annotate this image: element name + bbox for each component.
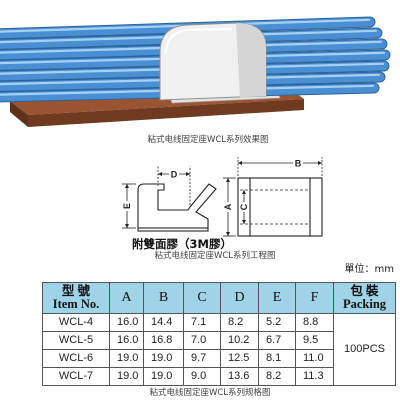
value-cell-a: 16.0	[109, 313, 144, 332]
header-col-a: A	[109, 282, 144, 314]
header-packing-cn: 包 裝	[350, 284, 379, 298]
value-cell-a: 16.0	[109, 331, 144, 350]
value-cell-d: 12.5	[220, 349, 259, 368]
table-header-row: 型 號 Item No. A B C D E F 包 裝 Packing	[42, 282, 396, 314]
side-view-outline	[137, 183, 217, 229]
dimension-a-label-bg	[223, 202, 233, 212]
header-col-f: F	[295, 282, 334, 314]
side-view	[137, 183, 217, 232]
header-col-c: C	[183, 282, 221, 314]
item-cell: WCL-6	[42, 349, 110, 368]
item-cell: WCL-5	[42, 331, 110, 350]
value-cell-e: 6.7	[258, 331, 296, 350]
table-row: WCL-6 19.0 19.0 9.7 12.5 8.1 11.0	[42, 349, 396, 368]
value-cell-c: 7.0	[183, 331, 221, 350]
spec-table-caption: 粘式电线固定座WCL系列规格图	[149, 388, 271, 398]
dimension-d-label-bg	[169, 169, 179, 179]
value-cell-c: 7.1	[183, 313, 221, 332]
value-cell-e: 8.1	[258, 349, 296, 368]
dimension-c: C	[239, 190, 249, 224]
dimension-label-e: E	[122, 203, 132, 209]
table-row: WCL-5 16.0 16.8 7.0 10.2 6.7 9.5	[42, 331, 396, 350]
header-packing: 包 裝 Packing	[333, 282, 396, 314]
header-col-e: E	[258, 282, 296, 314]
header-item-no: 型 號 Item No.	[42, 282, 110, 314]
value-cell-d: 8.2	[220, 313, 259, 332]
dimension-e-label-bg	[122, 201, 132, 211]
drawing-caption: 粘式电线固定座WCL系列工程图	[154, 251, 276, 261]
adhesive-note: 附雙面膠（3M膠）	[132, 237, 232, 251]
value-cell-c: 9.0	[183, 367, 221, 386]
dimension-e: E	[122, 183, 136, 229]
unit-label: 單位：mm	[344, 264, 394, 275]
value-cell-f: 9.5	[295, 331, 334, 350]
value-cell-f: 11.0	[295, 349, 334, 368]
dimension-b-label-bg	[293, 158, 303, 168]
header-packing-en: Packing	[342, 297, 387, 311]
dimension-a: A	[223, 177, 236, 237]
header-item-cn: 型 號	[61, 284, 91, 298]
value-cell-c: 9.7	[183, 349, 221, 368]
value-cell-b: 19.0	[143, 349, 184, 368]
value-cell-a: 19.0	[109, 349, 144, 368]
table-row: WCL-4 16.0 14.4 7.1 8.2 5.2 8.8 100PCS	[42, 313, 396, 386]
dimension-label-c: C	[239, 203, 249, 210]
clip-side-shade	[236, 23, 266, 98]
header-col-d: D	[220, 282, 259, 314]
cable-clip-illustration	[0, 16, 391, 127]
illustration-caption: 粘式电线固定座WCL系列效果图	[147, 135, 269, 145]
value-cell-b: 16.8	[143, 331, 184, 350]
dimension-label-a: A	[223, 203, 233, 210]
value-cell-e: 5.2	[258, 313, 296, 332]
front-view-outline	[237, 177, 323, 237]
dimension-label-b: B	[295, 159, 302, 169]
item-cell: WCL-7	[42, 367, 110, 386]
value-cell-d: 13.6	[220, 367, 259, 386]
board-side-face	[10, 101, 28, 127]
table-row: WCL-7 19.0 19.0 9.0 13.6 8.2 11.3	[42, 367, 396, 386]
value-cell-b: 14.4	[143, 313, 184, 332]
adhesive-tape-layer	[137, 227, 209, 232]
value-cell-e: 8.2	[258, 367, 296, 386]
dimension-c-label-bg	[239, 202, 249, 212]
front-view	[237, 177, 323, 237]
cable-clip	[159, 22, 267, 101]
header-col-b: B	[143, 282, 184, 314]
value-cell-f: 8.8	[295, 313, 334, 332]
dimension-b: B	[237, 157, 323, 176]
engineering-drawing: D E B A C	[122, 157, 323, 237]
item-cell: WCL-4	[42, 313, 110, 332]
packing-cell: 100PCS	[333, 313, 396, 386]
dimension-d: D	[157, 166, 191, 205]
dimension-label-d: D	[171, 170, 178, 180]
value-cell-d: 10.2	[220, 331, 259, 350]
value-cell-b: 19.0	[143, 367, 184, 386]
header-item-en: Item No.	[52, 297, 100, 311]
value-cell-a: 19.0	[109, 367, 144, 386]
value-cell-f: 11.3	[295, 367, 334, 386]
clip-top-highlight	[165, 28, 233, 55]
spec-table: 型 號 Item No. A B C D E F 包 裝 Packing WCL…	[42, 282, 396, 386]
board-front-face	[28, 99, 304, 127]
